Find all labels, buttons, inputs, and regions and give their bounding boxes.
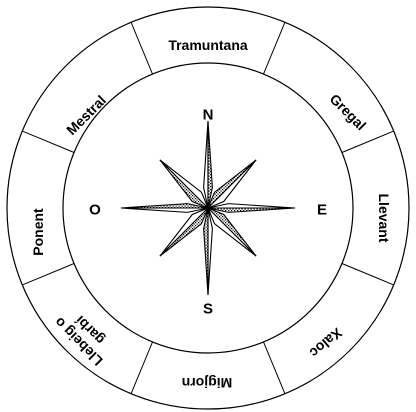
sector-divider: [263, 342, 284, 394]
wind-label-migjorn: Migjorn: [182, 375, 233, 391]
cardinal-north: N: [203, 107, 214, 124]
sector-divider: [22, 131, 74, 152]
star-point-half: [208, 121, 212, 208]
wind-label-xaloc: Xaloc: [306, 325, 345, 361]
sector-divider: [22, 263, 74, 284]
cardinal-south: S: [203, 301, 213, 318]
star-point-half: [160, 208, 208, 256]
wind-label-llevant: Llevant: [376, 193, 392, 242]
sector-divider: [263, 22, 284, 74]
star-point-half: [208, 208, 256, 256]
cardinal-west: O: [89, 202, 101, 219]
star-point-half: [208, 204, 295, 208]
wind-label-gregal: Gregal: [327, 91, 370, 134]
compass-star: [121, 121, 295, 295]
cardinal-east: E: [317, 202, 327, 219]
sector-divider: [131, 342, 152, 394]
star-point-half: [208, 208, 295, 212]
wind-label-mestral: Mestral: [63, 92, 109, 138]
sector-divider: [131, 22, 152, 74]
wind-label-tramuntana: Tramuntana: [168, 37, 248, 53]
star-point-half: [160, 160, 208, 208]
wind-label-ponent: Ponent: [30, 208, 46, 256]
star-point-half: [121, 204, 208, 208]
sector-divider: [342, 263, 394, 284]
sector-divider: [342, 131, 394, 152]
star-point-half: [204, 121, 208, 208]
star-point-half: [204, 208, 208, 295]
star-point-half: [208, 208, 212, 295]
star-center: [206, 206, 210, 210]
star-point-half: [121, 208, 208, 212]
star-point-half: [208, 160, 256, 208]
